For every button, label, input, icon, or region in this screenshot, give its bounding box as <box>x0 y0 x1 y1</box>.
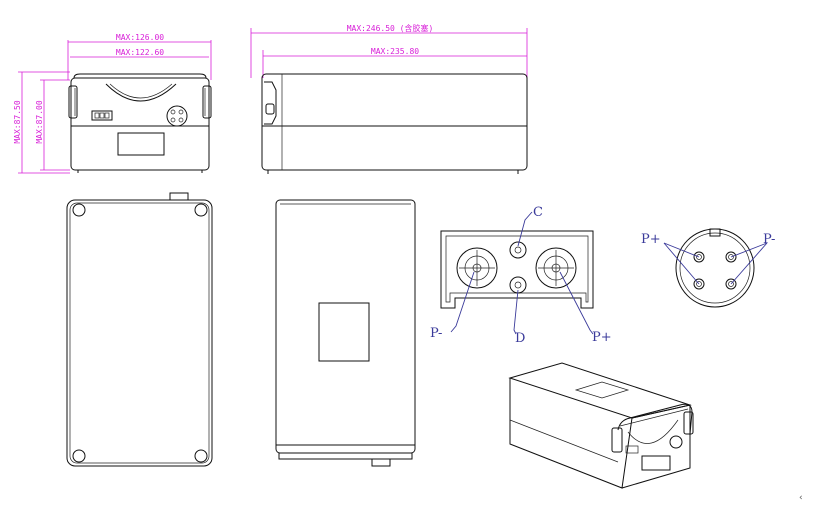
dim-height-inner: MAX:87.00 <box>35 100 44 144</box>
top-view <box>275 199 416 467</box>
side-view: MAX:246.50 (含胶塞) MAX:235.80 <box>250 23 528 174</box>
label-round-p-plus: P+ <box>641 232 661 247</box>
bottom-view <box>66 192 213 467</box>
connector-detail: C D P- P+ <box>430 205 612 346</box>
dim-front-width-inner: MAX:122.60 <box>116 48 164 57</box>
dim-front-width-max: MAX:126.00 <box>116 33 164 42</box>
label-p-plus: P+ <box>592 330 612 345</box>
height-dimensions: MAX:87.50 MAX:87.00 <box>13 71 70 174</box>
isometric-view <box>508 362 694 489</box>
label-c: C <box>533 205 543 220</box>
dim-side-length-max: MAX:246.50 (含胶塞) <box>347 23 434 33</box>
dim-height-outer: MAX:87.50 <box>13 100 22 144</box>
label-p-minus: P- <box>430 326 442 341</box>
corner-arrow-icon: ‹ <box>799 493 803 503</box>
label-d: D <box>515 331 525 346</box>
dim-side-length-inner: MAX:235.80 <box>371 47 419 56</box>
label-round-p-minus: P- <box>763 232 775 247</box>
front-view: MAX:126.00 MAX:122.60 <box>67 33 212 173</box>
round-connector-detail: P+ P- <box>641 228 775 308</box>
